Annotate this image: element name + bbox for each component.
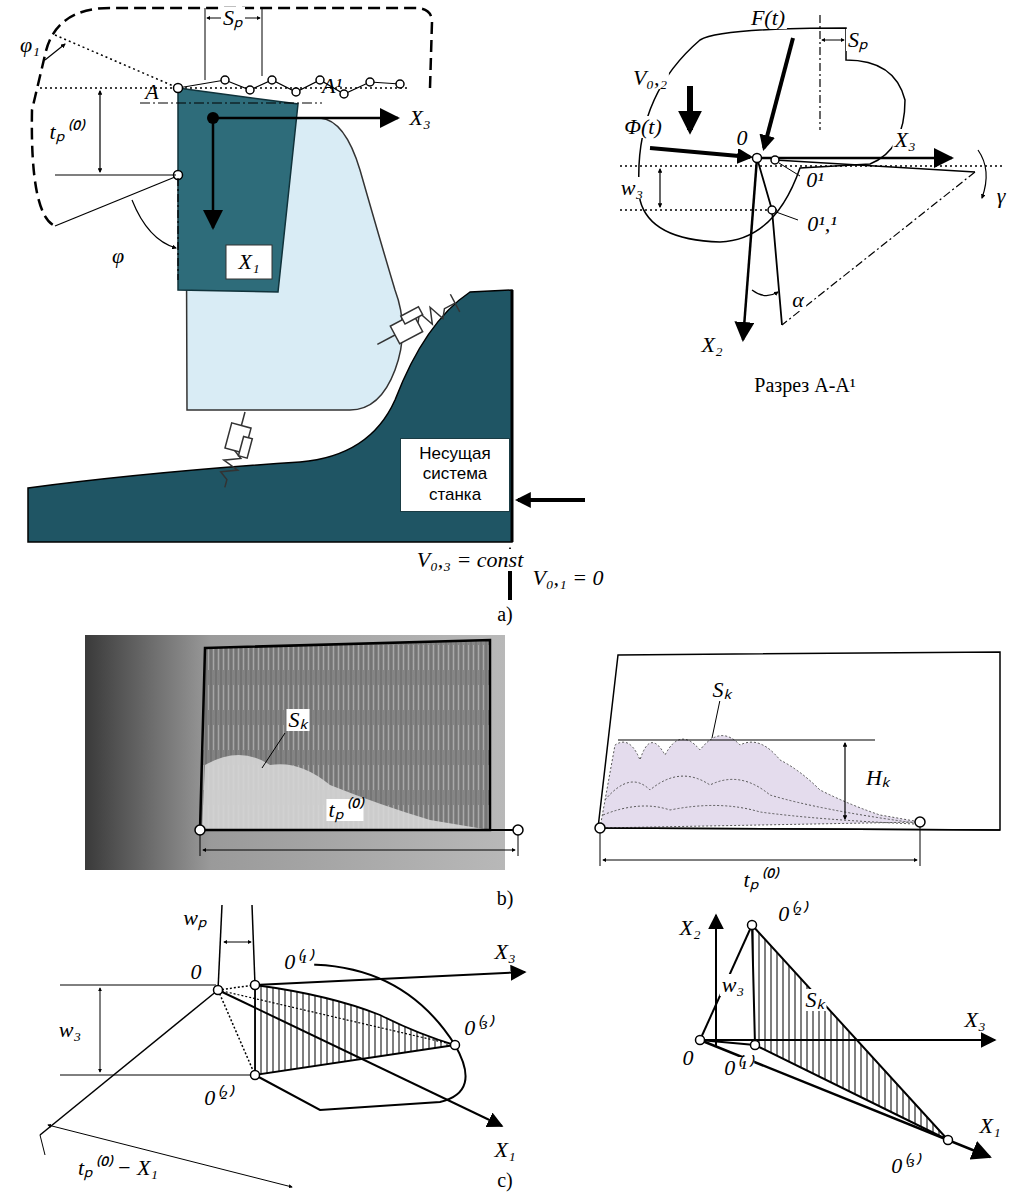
figure-label: A (143, 81, 160, 103)
figure-label: X₁ (977, 1115, 1002, 1137)
figure-label: tₚ⁽⁰⁾ (741, 869, 778, 891)
figure-label: 0⁽²⁾ (776, 903, 808, 925)
machine-frame-box: Несущая система станка (400, 438, 510, 512)
figure-label: X₃ (892, 129, 917, 151)
figure-label: Разрез А-А¹ (752, 375, 857, 395)
figure-label: X₂ (699, 334, 724, 356)
figure-label: tₚ⁽⁰⁾ (47, 121, 84, 143)
figure-label: 0 (735, 127, 750, 149)
figure-label: 0⁽¹⁾ (722, 1057, 754, 1079)
figure-label: a) (495, 604, 515, 624)
figure-label: 0⁽¹⁾ (282, 951, 314, 973)
figure-label: 0⁽²⁾ (202, 1087, 234, 1109)
figure-label: V₀,₃ = const (415, 549, 526, 571)
figure-label: X₁ (236, 251, 261, 273)
figure-label: F(t) (749, 7, 787, 29)
figure-label: c) (495, 1170, 515, 1190)
figure-label: X₃ (962, 1009, 987, 1031)
figure-label: w₃ (57, 1019, 83, 1041)
figure-label: tₚ⁽⁰⁾ − X₁ (76, 1157, 160, 1179)
figure-label: X₃ (492, 941, 517, 963)
figure-label: tₚ⁽⁰⁾ (326, 799, 363, 821)
figure-label: X₁ (492, 1139, 517, 1161)
figure-label: 0 (189, 961, 204, 983)
figure-label: φ₁ (18, 34, 42, 56)
figure-label: Hₖ (864, 767, 892, 789)
figure-label: b) (495, 888, 516, 908)
figure-label: 0¹,¹ (805, 213, 839, 235)
figure-label: X₃ (407, 107, 432, 129)
figure-label: V₀,₁ = 0 (530, 567, 605, 589)
figure-label: φ (110, 245, 126, 267)
figure-label: w₃ (720, 974, 746, 996)
figure-label: 0 (681, 1047, 696, 1069)
figure-label: w₃ (619, 177, 645, 199)
figure-label: 0⁽³⁾ (462, 1017, 494, 1039)
figure-label: Φ(t) (622, 116, 664, 138)
figure-label: γ (995, 185, 1008, 207)
box-text: Несущая система станка (407, 444, 503, 505)
figure-label: A¹ (320, 75, 344, 97)
figure-label: V₀,₂ (631, 67, 669, 89)
figure-label: X₂ (677, 917, 702, 939)
figure-label: Sₖ (711, 679, 734, 701)
figure-label: 0⁽³⁾ (889, 1155, 921, 1177)
figure-label: 0¹ (804, 169, 826, 191)
figure-label: α (790, 289, 806, 311)
figure-label: Sₖ (804, 989, 827, 1011)
figure-label: wₚ (181, 907, 209, 929)
figure-label: Sₚ (221, 7, 245, 29)
figure-label: Sₖ (287, 709, 310, 731)
figure-label: Sₚ (846, 29, 870, 51)
